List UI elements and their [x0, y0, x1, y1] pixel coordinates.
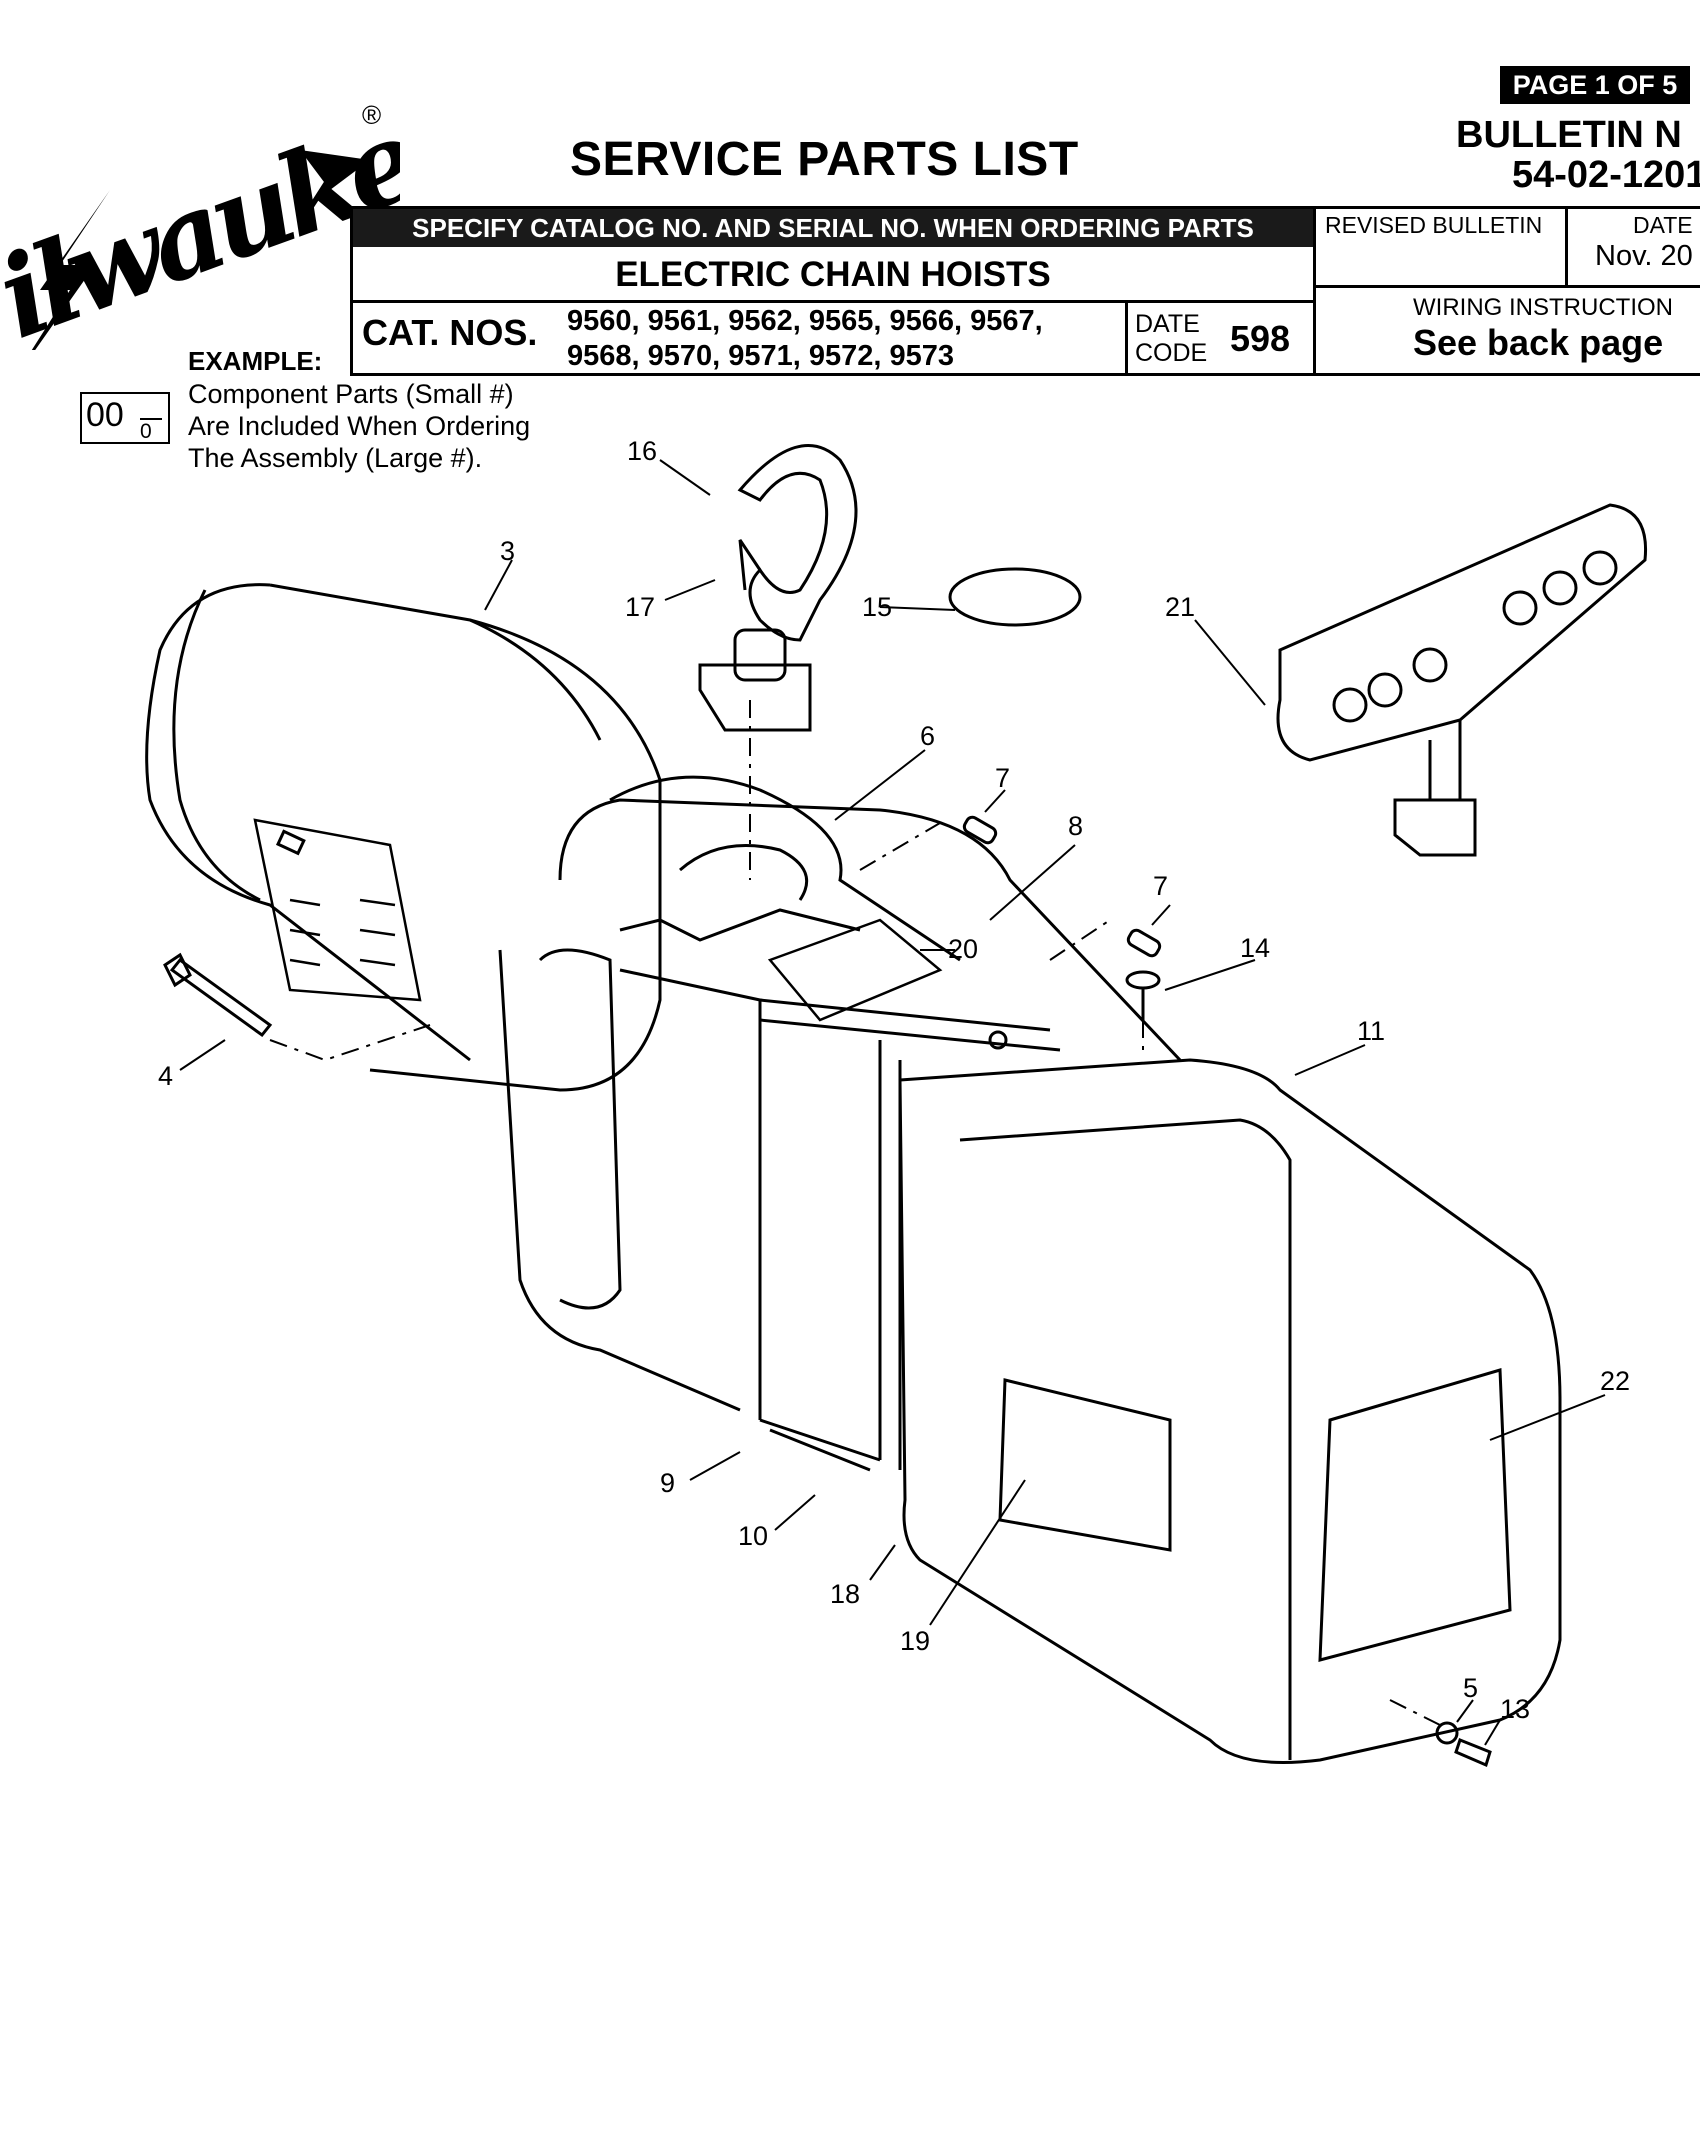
date-code-label: DATE CODE: [1135, 310, 1207, 368]
example-text: Component Parts (Small #) Are Included W…: [188, 378, 530, 474]
bulletin-label: BULLETIN N: [1456, 114, 1682, 156]
callout-20: 20: [948, 934, 978, 964]
milwaukee-logo-graphic: ilwaukee: [0, 72, 493, 400]
callout-14: 14: [1240, 933, 1270, 963]
callout-9: 9: [660, 1468, 675, 1498]
cat-nos-line: 9568, 9570, 9571, 9572, 9573: [567, 340, 955, 372]
callout-18: 18: [830, 1579, 860, 1609]
callout-7: 7: [995, 763, 1010, 793]
pin: [962, 815, 998, 845]
table-divider: [1313, 285, 1700, 288]
washer: [1435, 1721, 1459, 1745]
exploded-parts-drawing: 16 3 17 15 21 6 7 8 7 20 14 4 11 22 9 10…: [145, 436, 1648, 1768]
callout-5: 5: [1463, 1673, 1478, 1703]
example-divider: [140, 418, 162, 420]
callout-10: 10: [738, 1521, 768, 1551]
example-small-number: 0: [140, 420, 152, 443]
example-line: The Assembly (Large #).: [188, 443, 483, 473]
callout-13: 13: [1500, 1694, 1530, 1724]
date-code-label-line: CODE: [1135, 339, 1208, 367]
date-code-label-line: DATE: [1135, 310, 1200, 338]
bulletin-number: 54-02-1201: [1512, 154, 1700, 196]
screw: [163, 952, 273, 1038]
revised-bulletin-label: REVISED BULLETIN: [1325, 212, 1543, 238]
cat-nos-list: 9560, 9561, 9562, 9565, 9566, 9567, 9568…: [567, 304, 1043, 374]
wiring-instruction-value: See back page: [1413, 322, 1664, 363]
callout-4: 4: [158, 1061, 173, 1091]
example-line: Are Included When Ordering: [188, 411, 531, 441]
pin: [1126, 928, 1162, 958]
callout-22: 22: [1600, 1366, 1630, 1396]
product-name: ELECTRIC CHAIN HOISTS: [615, 255, 1051, 294]
end-cover: [898, 1058, 1562, 1764]
callout-8: 8: [1068, 811, 1083, 841]
specify-banner: SPECIFY CATALOG NO. AND SERIAL NO. WHEN …: [353, 209, 1313, 247]
example-big-number: 00: [86, 396, 124, 434]
axis-lines: [269, 700, 1441, 1726]
callout-17: 17: [625, 592, 655, 622]
gear-housing: [498, 775, 1182, 1472]
wiring-instruction-label: WIRING INSTRUCTION: [1413, 294, 1673, 321]
callout-11: 11: [1357, 1016, 1385, 1046]
date-code-value: 598: [1230, 318, 1291, 359]
table-divider: [1125, 300, 1128, 376]
callout-16: 16: [627, 436, 657, 466]
callout-leaders: [179, 459, 1606, 1746]
example-box: [80, 392, 170, 444]
callout-6: 6: [920, 721, 935, 751]
cat-nos-label: CAT. NOS.: [362, 312, 538, 353]
exploded-parts-diagram: 16 3 17 15 21 6 7 8 7 20 14 4 11 22 9 10…: [0, 400, 1700, 1800]
screw: [1125, 970, 1161, 1020]
example-line: Component Parts (Small #): [188, 379, 514, 409]
registered-mark: ®: [362, 100, 382, 130]
page-indicator: PAGE 1 OF 5: [1500, 66, 1690, 104]
hook-assembly: [698, 444, 858, 732]
example-label: EXAMPLE:: [188, 346, 323, 376]
callout-7: 7: [1153, 871, 1168, 901]
date-value: Nov. 20: [1595, 240, 1693, 272]
callout-15: 15: [862, 592, 892, 622]
callout-19: 19: [900, 1626, 930, 1656]
plate: [948, 567, 1082, 627]
milwaukee-logo: ilwaukee ®: [0, 72, 493, 400]
date-label: DATE: [1633, 212, 1693, 238]
table-divider: [350, 300, 1315, 303]
cat-nos-line: 9560, 9561, 9562, 9565, 9566, 9567,: [567, 305, 1043, 337]
table-divider: [1565, 206, 1568, 286]
info-table: [350, 206, 1700, 376]
table-divider: [1313, 206, 1316, 376]
screw: [1454, 1738, 1492, 1768]
t-handle: [1276, 503, 1648, 857]
motor-housing: [145, 583, 662, 1092]
callout-21: 21: [1165, 592, 1195, 622]
page-title: SERVICE PARTS LIST: [570, 133, 1079, 186]
callout-3: 3: [500, 536, 515, 566]
